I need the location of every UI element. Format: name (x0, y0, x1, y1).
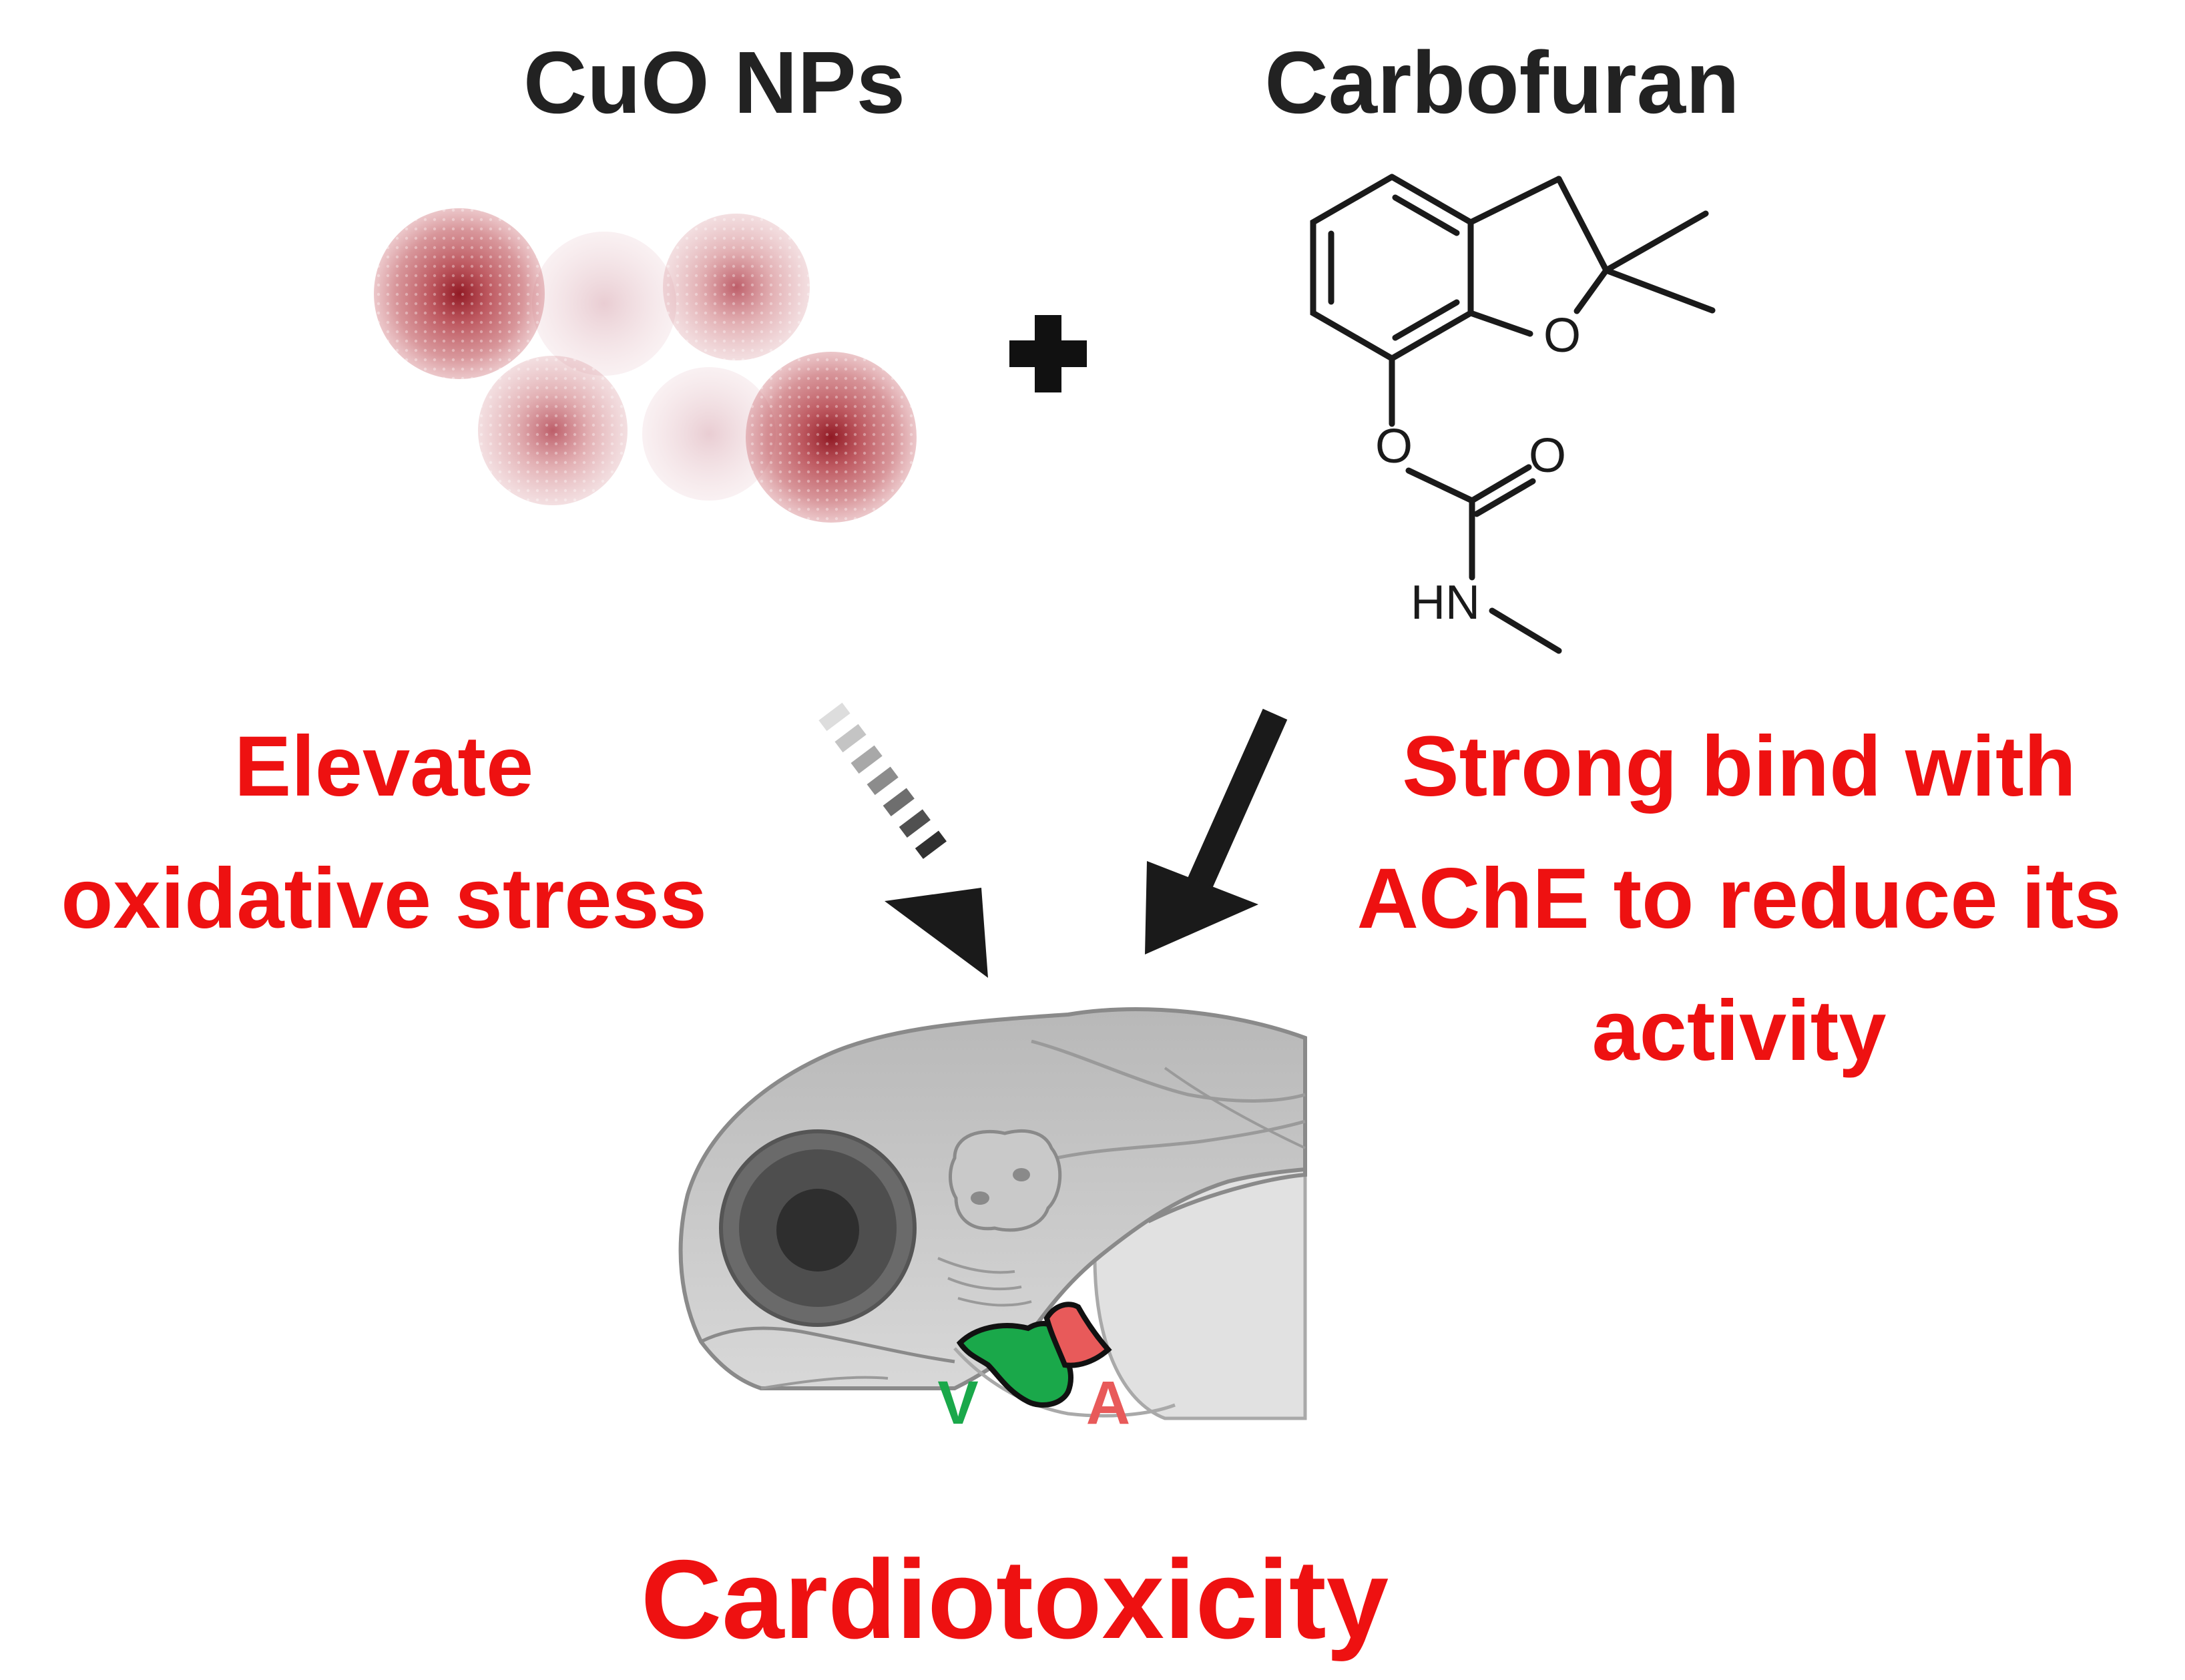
atom-label-o-carbonyl: O (1528, 429, 1566, 483)
zebrafish-larva (678, 1007, 1307, 1420)
carbofuran-title: Carbofuran (1264, 33, 1740, 131)
atom-label-hn: HN (1411, 576, 1480, 629)
ventricle-shape (956, 1321, 1074, 1408)
outcome-title: Cardiotoxicity (640, 1536, 1389, 1662)
solid-arrow (1145, 708, 1288, 954)
otic-vesicle (949, 1129, 1062, 1232)
mechanism-right-line1: Strong bind with (1402, 719, 2076, 814)
atom-label-o-ester: O (1375, 420, 1413, 473)
mechanism-left-line2: oxidative stress (61, 851, 707, 946)
cuo-nanoparticles (374, 208, 917, 523)
carbofuran-structure (1310, 174, 1716, 654)
dashed-arrow (818, 702, 988, 978)
nanoparticle-light-2 (642, 367, 776, 501)
mechanism-right-line3: activity (1592, 983, 1887, 1079)
heart (956, 1302, 1112, 1408)
cuo-nps-title: CuO NPs (523, 33, 906, 131)
pupil (776, 1189, 859, 1272)
mechanism-right-line2: AChE to reduce its (1357, 851, 2122, 946)
ventricle-label: V (937, 1369, 979, 1437)
mechanism-left-line1: Elevate (234, 719, 534, 814)
atom-label-o-ring: O (1543, 309, 1581, 362)
plus-icon (1009, 315, 1087, 392)
atrium-label: A (1085, 1369, 1131, 1437)
nanoparticle-light-1 (532, 232, 676, 376)
atrium-shape (1043, 1302, 1112, 1368)
